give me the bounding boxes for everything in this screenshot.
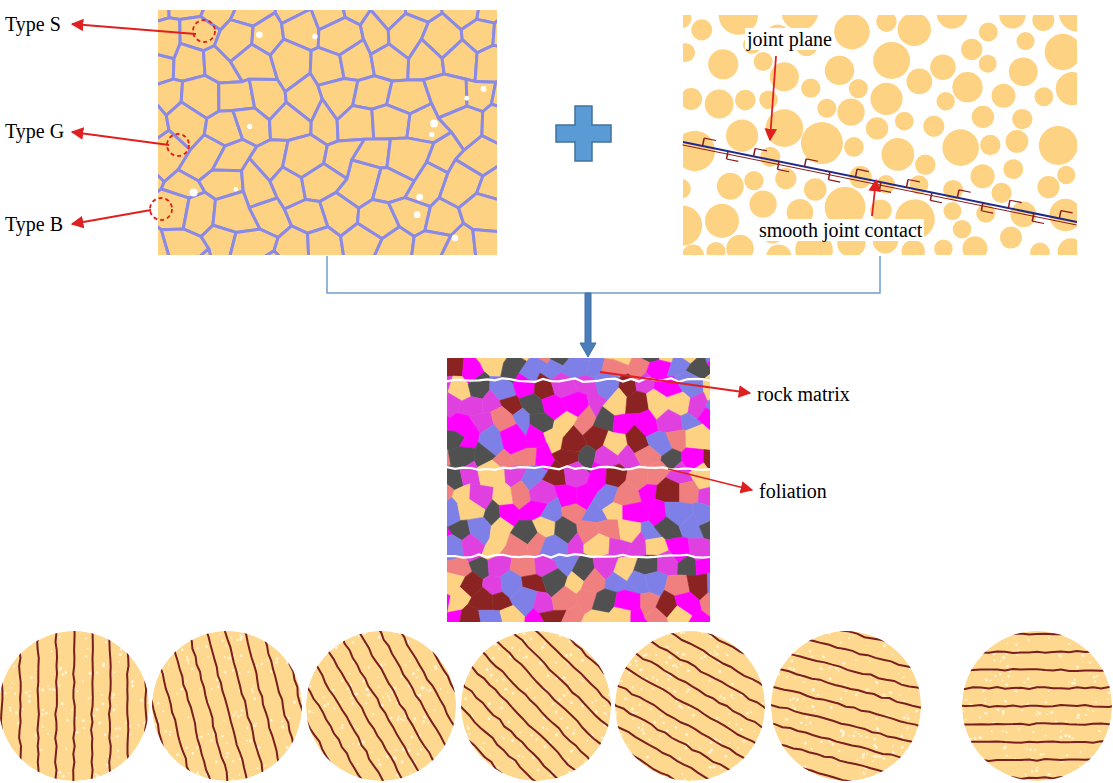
label-text: Type B [3, 213, 65, 235]
label-text: smooth joint contact [757, 219, 924, 241]
foliated-rock-model [447, 358, 710, 622]
plus-sign [556, 106, 611, 161]
joint-plane [682, 138, 1077, 225]
grain-model [158, 10, 497, 255]
label-text: Type G [3, 120, 66, 142]
label-text: joint plane [745, 28, 834, 50]
marker-circle [150, 198, 172, 220]
marker-circle [193, 20, 215, 42]
label-text: foliation [757, 480, 829, 502]
specimen-row [0, 598, 1113, 783]
bracket-line [327, 256, 880, 293]
down-arrow [580, 293, 596, 357]
label-text: Type S [3, 13, 63, 35]
particle-model [683, 15, 1077, 255]
marker-circle [167, 134, 189, 156]
label-text: rock matrix [755, 383, 852, 405]
leader-lines [72, 24, 876, 490]
